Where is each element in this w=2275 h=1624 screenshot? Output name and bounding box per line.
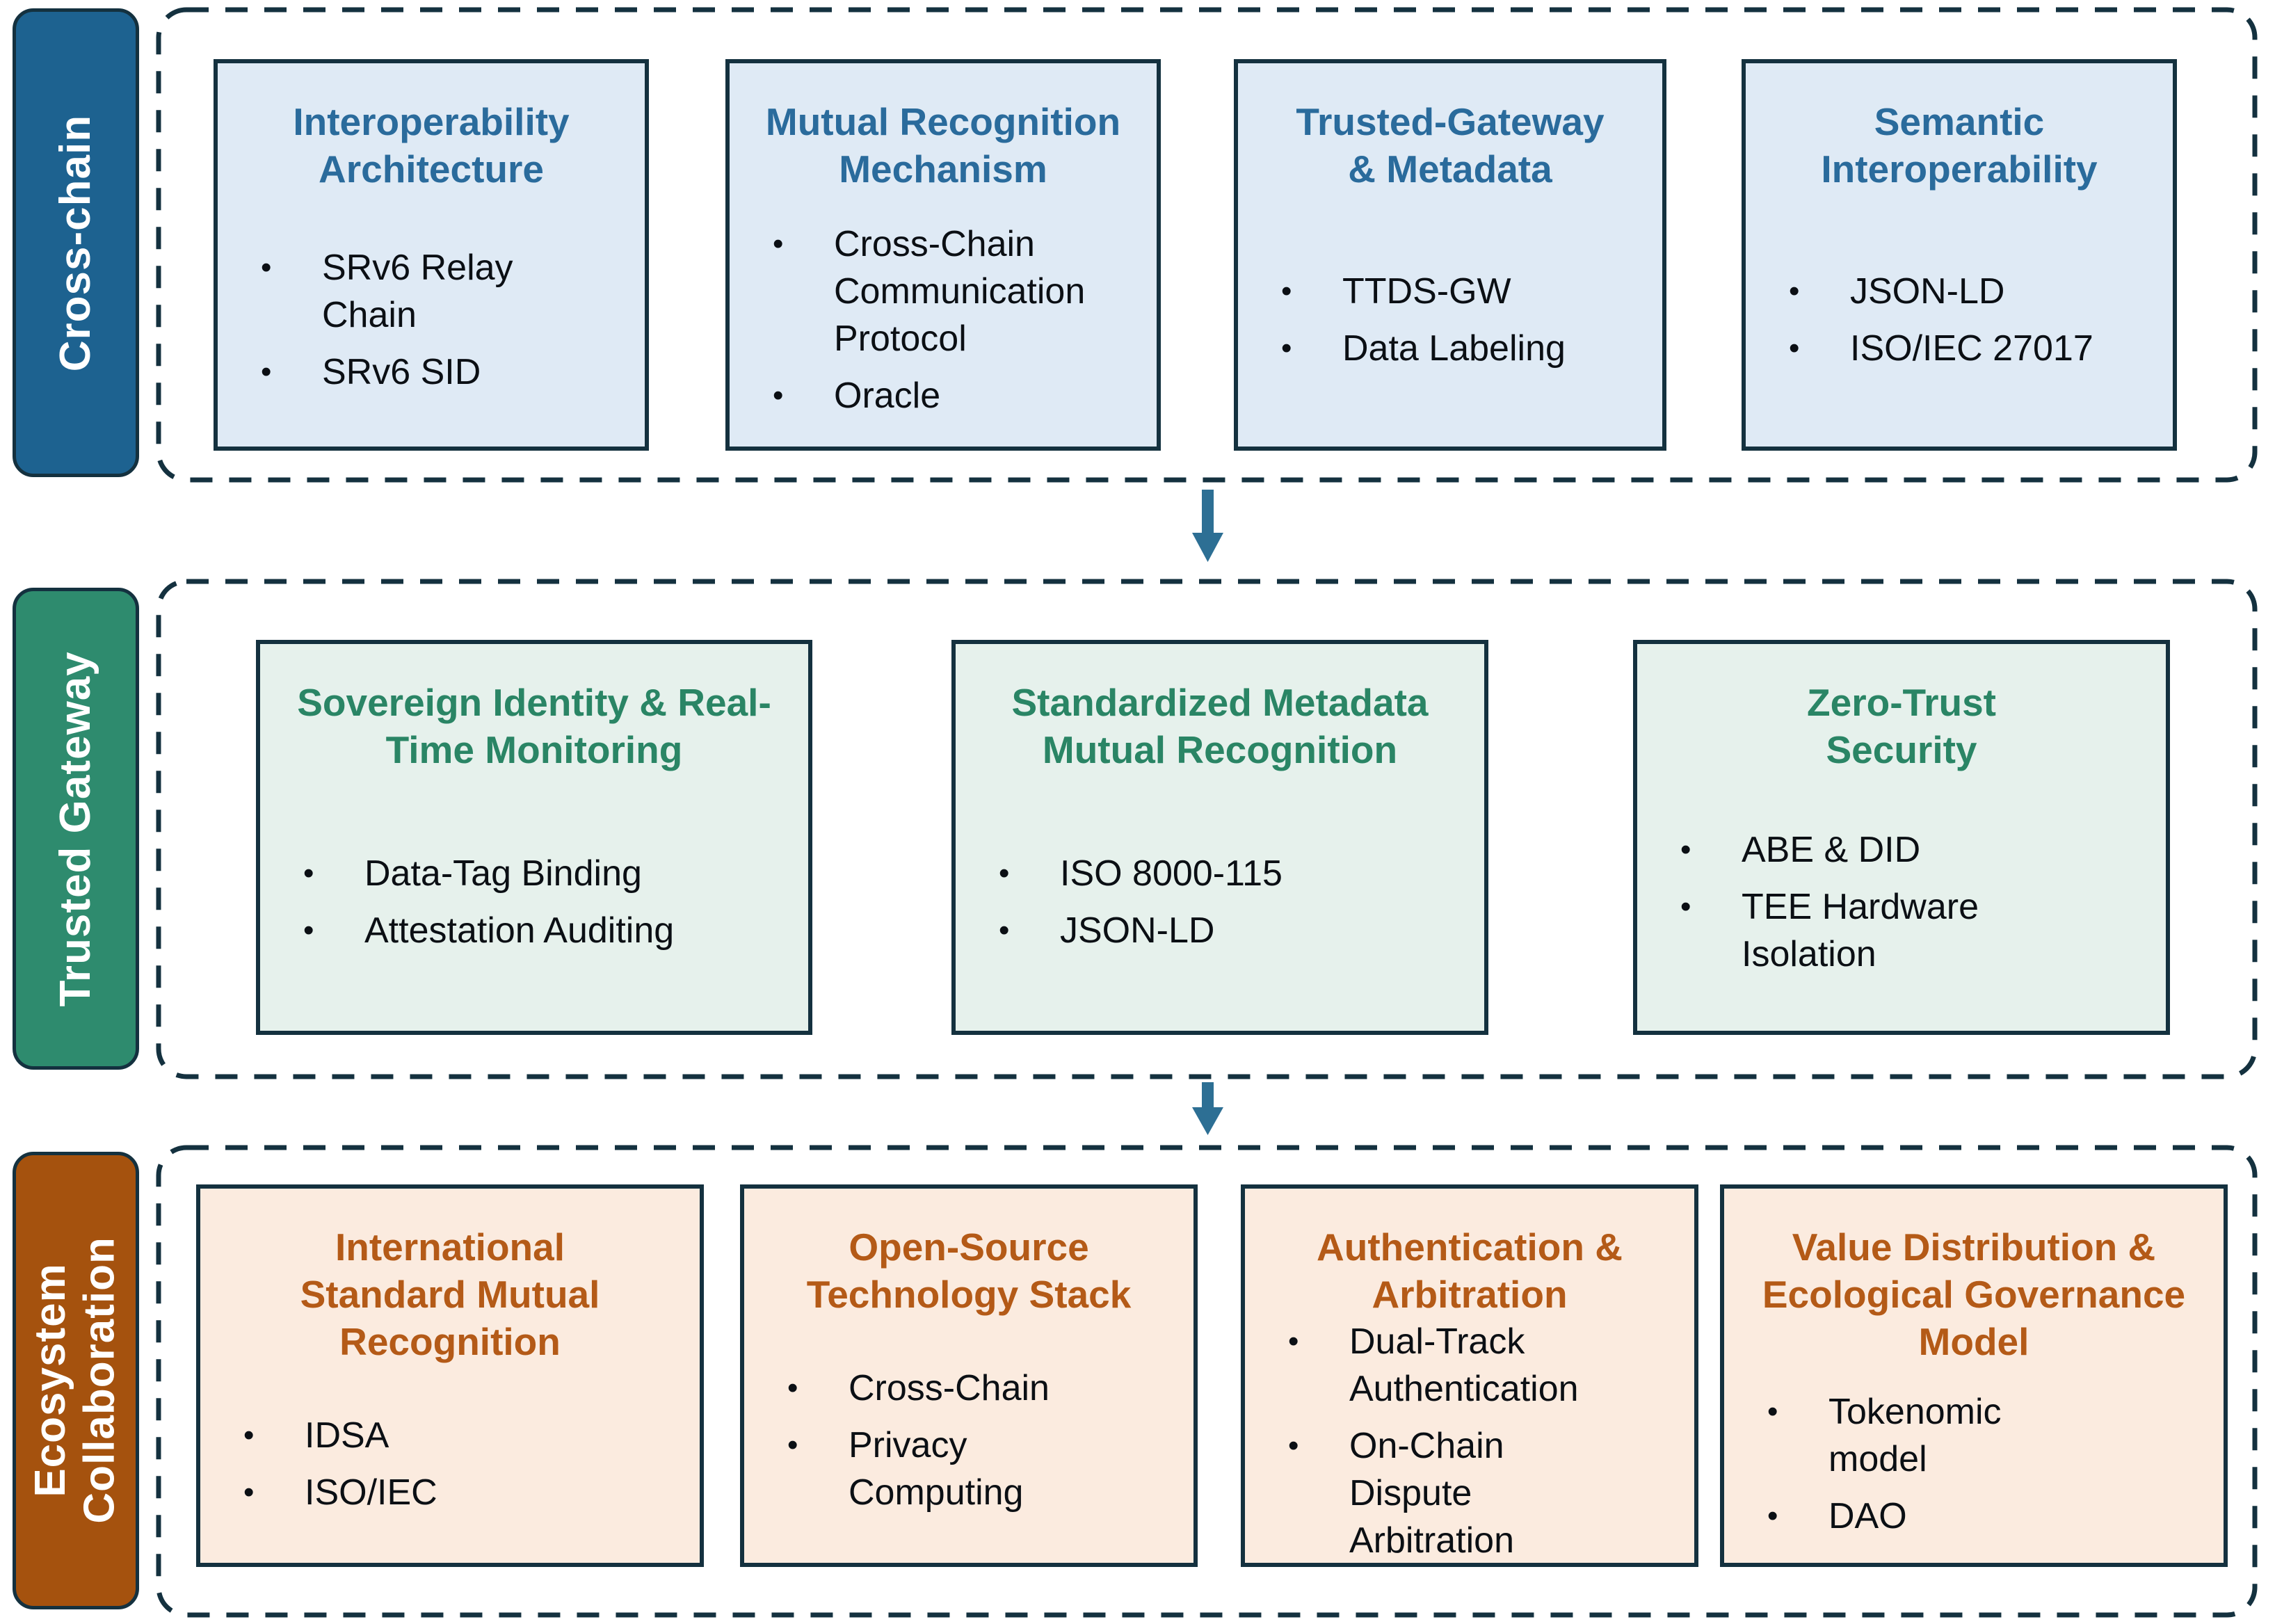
bullet-item: On-Chain Dispute Arbitration xyxy=(1288,1422,1659,1564)
band-label-text: Ecosystem Collaboration xyxy=(26,1237,124,1525)
bullet-item: Data-Tag Binding xyxy=(303,850,773,897)
box-sovereign-identity-monitoring: Sovereign Identity & Real-Time Monitorin… xyxy=(256,640,812,1035)
bullet-item: TTDS-GW xyxy=(1281,268,1627,315)
box-open-source-technology-stack: Open-Source Technology Stack Cross-Chain… xyxy=(740,1184,1198,1567)
bullet-list: IDSA ISO/IEC xyxy=(235,1412,665,1516)
bullet-item: Attestation Auditing xyxy=(303,907,773,954)
box-title: Value Distribution & Ecological Governan… xyxy=(1762,1225,2186,1364)
bullet-list: Dual-Track Authentication On-Chain Dispu… xyxy=(1280,1318,1659,1564)
band-label-trusted-gateway: Trusted Gateway xyxy=(13,588,139,1070)
bullet-list: SRv6 Relay Chain SRv6 SID xyxy=(252,244,610,396)
bullet-item: IDSA xyxy=(243,1412,665,1459)
bullet-item: TEE Hardware Isolation xyxy=(1680,883,2131,978)
box-interoperability-architecture: Interoperability Architecture SRv6 Relay… xyxy=(214,59,649,451)
box-zero-trust-security: Zero-Trust Security ABE & DID TEE Hardwa… xyxy=(1633,640,2170,1035)
bullet-list: Tokenomic model DAO xyxy=(1759,1388,2189,1540)
bullet-list: JSON-LD ISO/IEC 27017 xyxy=(1780,268,2138,372)
bullet-item: SRv6 SID xyxy=(261,348,610,396)
trusted-gateway-band-border xyxy=(156,579,2258,1079)
bullet-list: ISO 8000-115 JSON-LD xyxy=(990,850,1449,954)
box-title: Interoperability Architecture xyxy=(293,100,570,191)
box-international-standard-recognition: International Standard Mutual Recognitio… xyxy=(196,1184,704,1567)
box-mutual-recognition-mechanism: Mutual Recognition Mechanism Cross-Chain… xyxy=(725,59,1161,451)
bullet-item: JSON-LD xyxy=(1789,268,2138,315)
band-label-ecosystem-collaboration: Ecosystem Collaboration xyxy=(13,1152,139,1609)
bullet-item: Dual-Track Authentication xyxy=(1288,1318,1659,1413)
down-arrow-icon xyxy=(1192,490,1223,562)
band-label-text: Trusted Gateway xyxy=(51,650,99,1007)
cross-chain-band-border xyxy=(156,7,2258,483)
box-title: Zero-Trust Security xyxy=(1807,681,1996,772)
bullet-list: ABE & DID TEE Hardware Isolation xyxy=(1672,826,2131,978)
box-title: Standardized Metadata Mutual Recognition xyxy=(1011,681,1429,772)
bullet-item: ISO/IEC 27017 xyxy=(1789,325,2138,372)
bullet-list: Cross-Chain Privacy Computing xyxy=(779,1365,1159,1516)
bullet-list: TTDS-GW Data Labeling xyxy=(1273,268,1627,372)
bullet-list: Cross-Chain Communication Protocol Oracl… xyxy=(764,220,1122,419)
bullet-item: Cross-Chain Communication Protocol xyxy=(773,220,1122,362)
down-arrow-icon xyxy=(1192,1082,1223,1135)
box-trusted-gateway-metadata: Trusted-Gateway & Metadata TTDS-GW Data … xyxy=(1234,59,1666,451)
bullet-item: SRv6 Relay Chain xyxy=(261,244,610,339)
box-value-distribution-governance: Value Distribution & Ecological Governan… xyxy=(1720,1184,2228,1567)
box-title: Trusted-Gateway & Metadata xyxy=(1296,100,1605,191)
bullet-item: ISO 8000-115 xyxy=(999,850,1449,897)
band-label-text: Cross-chain xyxy=(51,114,99,371)
ecosystem-collaboration-band-border xyxy=(156,1145,2258,1618)
bullet-item: DAO xyxy=(1767,1493,2189,1540)
bullet-item: ISO/IEC xyxy=(243,1469,665,1516)
band-label-cross-chain: Cross-chain xyxy=(13,8,139,477)
box-title: Semantic Interoperability xyxy=(1821,100,2098,191)
box-semantic-interoperability: Semantic Interoperability JSON-LD ISO/IE… xyxy=(1742,59,2177,451)
bullet-item: JSON-LD xyxy=(999,907,1449,954)
bullet-item: Data Labeling xyxy=(1281,325,1627,372)
box-title: Authentication & Arbitration xyxy=(1317,1225,1623,1317)
bullet-item: Privacy Computing xyxy=(787,1422,1159,1516)
bullet-item: Cross-Chain xyxy=(787,1365,1159,1412)
box-title: Mutual Recognition Mechanism xyxy=(765,100,1121,191)
bullet-item: Oracle xyxy=(773,372,1122,419)
box-title: International Standard Mutual Recognitio… xyxy=(300,1225,600,1364)
box-title: Sovereign Identity & Real-Time Monitorin… xyxy=(297,681,771,772)
bullet-item: ABE & DID xyxy=(1680,826,2131,874)
bullet-item: Tokenomic model xyxy=(1767,1388,2189,1483)
box-standardized-metadata-recognition: Standardized Metadata Mutual Recognition… xyxy=(951,640,1488,1035)
box-title: Open-Source Technology Stack xyxy=(806,1225,1132,1317)
box-authentication-arbitration: Authentication & Arbitration Dual-Track … xyxy=(1241,1184,1698,1567)
bullet-list: Data-Tag Binding Attestation Auditing xyxy=(295,850,773,954)
